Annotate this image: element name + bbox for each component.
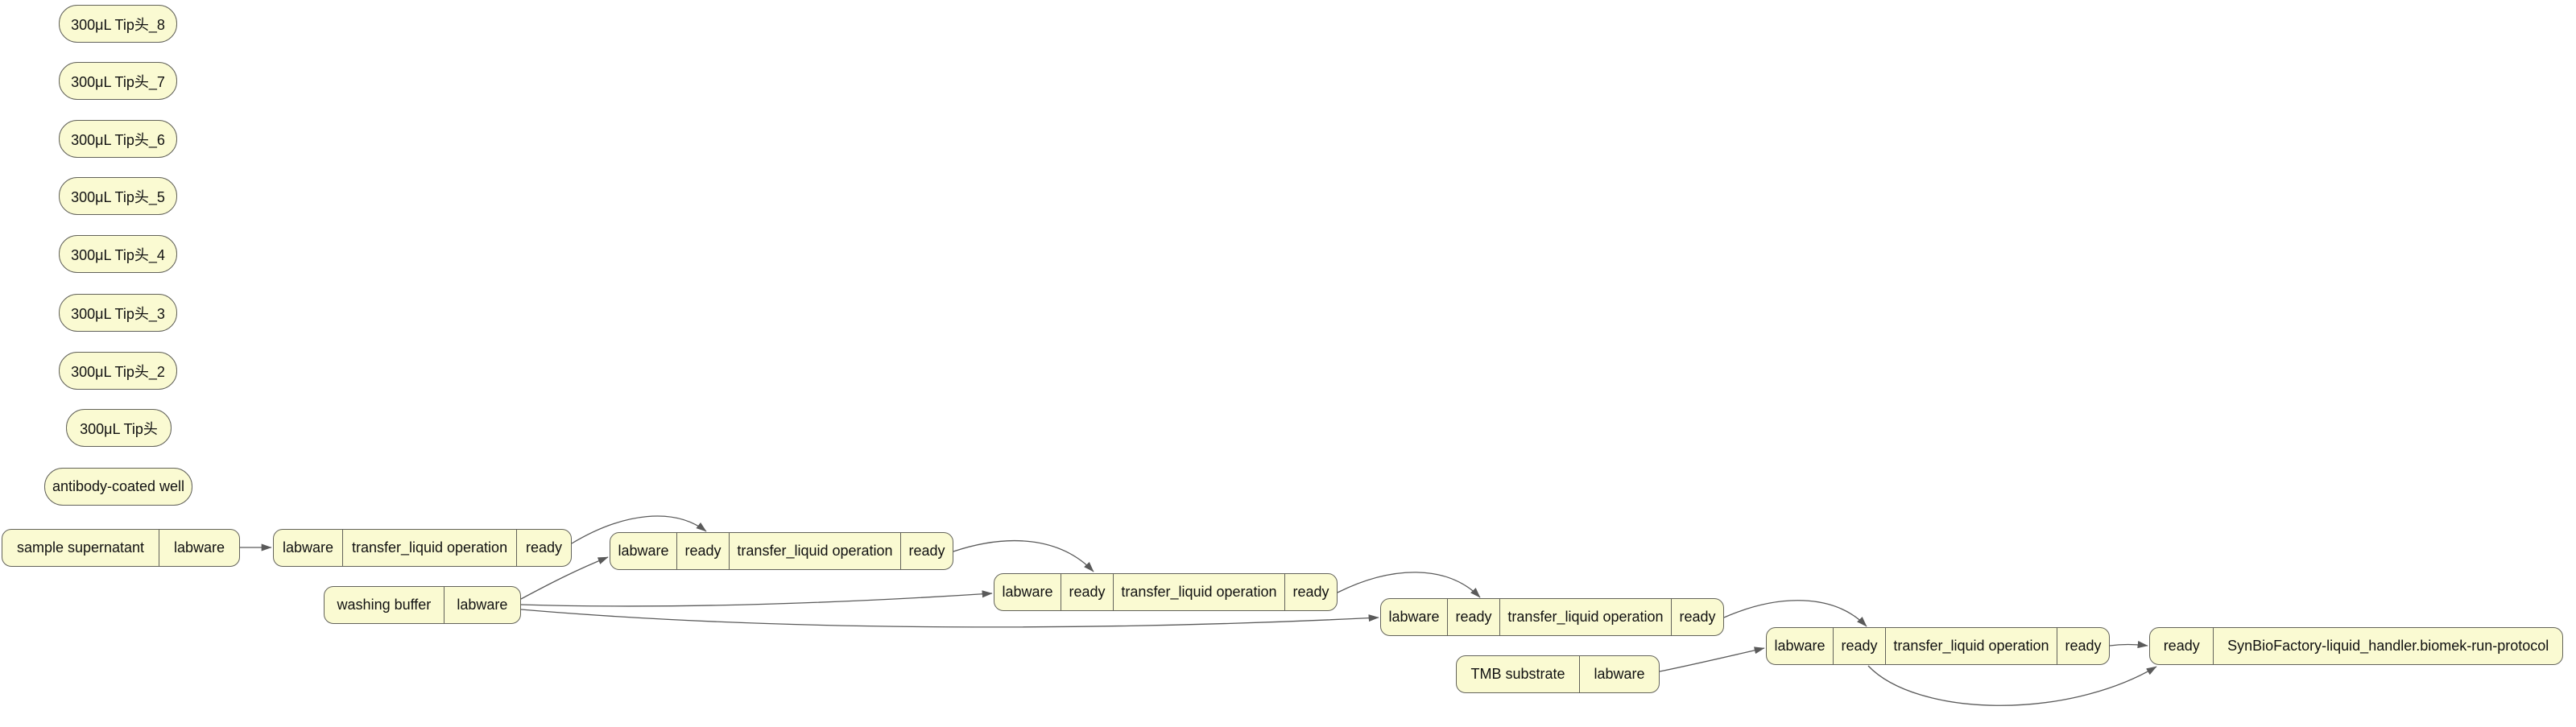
cell-ready-in: ready bbox=[677, 533, 730, 569]
cell-labware: labware bbox=[1767, 628, 1834, 664]
cell-tmb-substrate: TMB substrate bbox=[1457, 656, 1580, 692]
node-label: 300μL Tip头_7 bbox=[71, 73, 165, 90]
cell-ready-in: ready bbox=[1061, 574, 1114, 610]
cell-labware: labware bbox=[457, 597, 508, 613]
edge-washing-to-transfer3 bbox=[520, 590, 993, 607]
node-tip-8: 300μL Tip头_8 bbox=[59, 5, 177, 43]
cell-operation: transfer_liquid operation bbox=[730, 533, 902, 569]
node-washing-buffer: washing buffer labware bbox=[324, 586, 521, 624]
cell-ready-out: ready bbox=[2065, 638, 2102, 654]
cell-protocol-name: SynBioFactory-liquid_handler.biomek-run-… bbox=[2227, 638, 2549, 654]
node-label: 300μL Tip头 bbox=[80, 420, 158, 437]
node-tip-4: 300μL Tip头_4 bbox=[59, 235, 177, 273]
node-tip-3: 300μL Tip头_3 bbox=[59, 294, 177, 332]
node-tip-1: 300μL Tip头 bbox=[66, 409, 172, 447]
node-transfer-1: labware transfer_liquid operation ready bbox=[273, 529, 572, 567]
cell-labware: labware bbox=[610, 533, 677, 569]
node-label: antibody-coated well bbox=[52, 478, 185, 494]
node-tip-6: 300μL Tip头_6 bbox=[59, 120, 177, 158]
cell-labware: labware bbox=[274, 530, 343, 566]
node-label: 300μL Tip头_4 bbox=[71, 246, 165, 263]
cell-operation: transfer_liquid operation bbox=[343, 530, 518, 566]
cell-ready: ready bbox=[2150, 628, 2214, 664]
cell-operation: transfer_liquid operation bbox=[1886, 628, 2058, 664]
node-label: 300μL Tip头_6 bbox=[71, 131, 165, 148]
cell-labware: labware bbox=[1381, 599, 1448, 635]
cell-ready-out: ready bbox=[1292, 584, 1329, 600]
node-transfer-5: labware ready transfer_liquid operation … bbox=[1766, 627, 2110, 665]
cell-labware: labware bbox=[994, 574, 1061, 610]
edge-transfer4-to-transfer5 bbox=[1723, 600, 1867, 627]
node-tip-5: 300μL Tip头_5 bbox=[59, 177, 177, 215]
edge-washing-to-transfer2 bbox=[520, 556, 609, 600]
edge-tmb-to-transfer5 bbox=[1659, 646, 1765, 672]
node-tip-7: 300μL Tip头_7 bbox=[59, 62, 177, 100]
cell-sample-supernatant: sample supernatant bbox=[2, 530, 160, 566]
cell-labware: labware bbox=[173, 539, 225, 556]
cell-washing-buffer: washing buffer bbox=[325, 587, 444, 623]
node-run-protocol: ready SynBioFactory-liquid_handler.biome… bbox=[2149, 627, 2563, 665]
node-tip-2: 300μL Tip头_2 bbox=[59, 352, 177, 390]
node-transfer-3: labware ready transfer_liquid operation … bbox=[994, 573, 1338, 611]
node-transfer-4: labware ready transfer_liquid operation … bbox=[1380, 598, 1724, 636]
cell-ready: ready bbox=[526, 539, 563, 556]
edge-transfer5-to-protocol-below bbox=[1867, 665, 2157, 706]
node-label: 300μL Tip头_8 bbox=[71, 16, 165, 33]
cell-operation: transfer_liquid operation bbox=[1500, 599, 1673, 635]
cell-ready-out: ready bbox=[1679, 609, 1716, 625]
node-transfer-2: labware ready transfer_liquid operation … bbox=[610, 532, 953, 570]
cell-ready-in: ready bbox=[1834, 628, 1886, 664]
edge-washing-to-transfer4 bbox=[520, 609, 1379, 628]
edge-transfer5-to-protocol bbox=[2109, 641, 2148, 649]
cell-ready-in: ready bbox=[1448, 599, 1500, 635]
edge-transfer1-to-transfer2 bbox=[571, 515, 707, 544]
node-tmb-substrate: TMB substrate labware bbox=[1456, 655, 1660, 693]
cell-labware: labware bbox=[1594, 666, 1645, 682]
edge-transfer3-to-transfer4 bbox=[1337, 572, 1481, 598]
edge-transfer2-to-transfer3 bbox=[953, 539, 1094, 572]
node-label: 300μL Tip头_2 bbox=[71, 363, 165, 380]
node-label: 300μL Tip头_3 bbox=[71, 305, 165, 322]
node-antibody-coated-well: antibody-coated well bbox=[44, 468, 192, 506]
cell-operation: transfer_liquid operation bbox=[1114, 574, 1286, 610]
cell-ready-out: ready bbox=[908, 543, 945, 559]
node-label: 300μL Tip头_5 bbox=[71, 188, 165, 205]
node-sample-supernatant: sample supernatant labware bbox=[2, 529, 240, 567]
